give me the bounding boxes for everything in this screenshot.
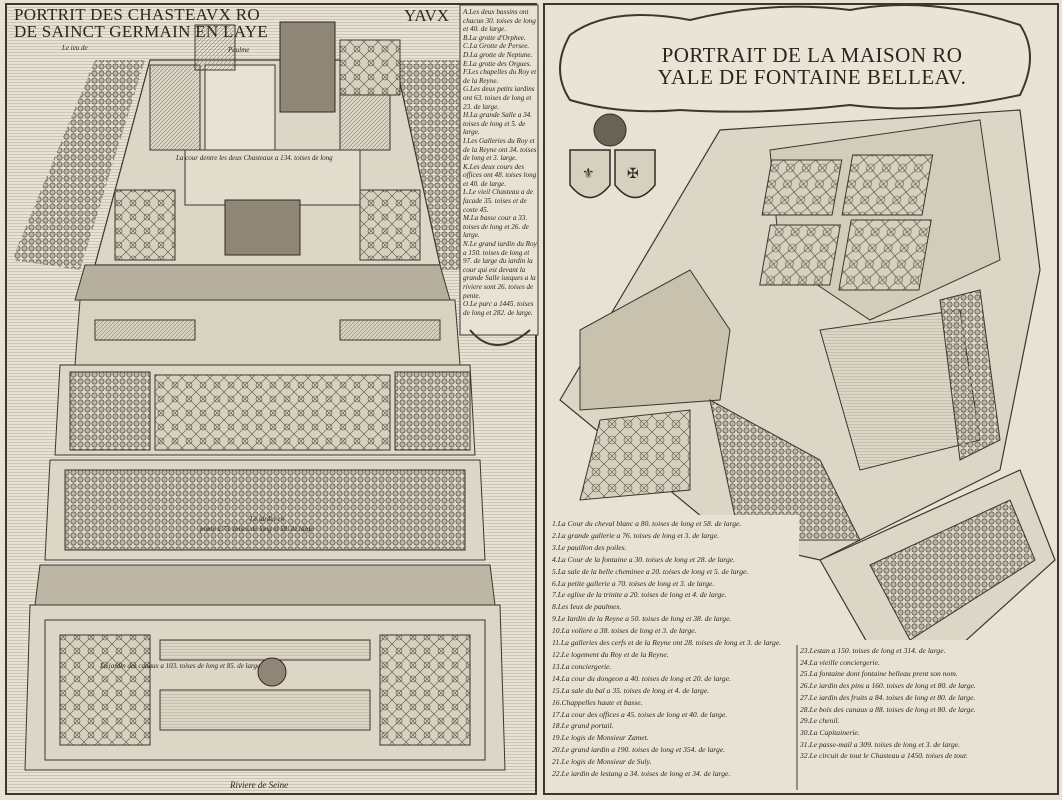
- legend-entry: H.La grande Salle a 34. toises de long e…: [463, 111, 533, 137]
- legend-entry: F.Les chapelles du Roy et de la Reyne.: [463, 68, 537, 85]
- legend-entry: 27.Le iardin des fruits a 84. toises de …: [800, 692, 976, 702]
- legend-entry: D.La grotte de Neptune.: [463, 50, 533, 59]
- legend-entry: 20.Le grand iardin a 190. toises de long…: [552, 745, 726, 755]
- legend-entry: 2.La grande gallerie a 76. toises de lon…: [552, 530, 719, 540]
- legend-entry: 8.Les Ieux de paulmes.: [552, 602, 622, 612]
- legend-entry: 26.Le iardin des pins a 160. toises de l…: [800, 681, 976, 691]
- right-legend-left: 1.La Cour du cheval blanc a 80. toises d…: [552, 518, 802, 780]
- label-riviere-seine: Riviere de Seine: [230, 780, 289, 790]
- legend-entry: I.Les Galleries du Roy et de la Reyne on…: [463, 136, 537, 163]
- legend-entry: 21.Le logis de Monsieur de Suly.: [552, 757, 652, 767]
- right-legend-right: 23.Lestan a 150. toises de long et 314. …: [800, 645, 1055, 762]
- legend-entry: 9.Le Iardin de la Reyne a 50. toises de …: [552, 614, 732, 624]
- legend-entry: C.La Grotte de Persee.: [463, 42, 530, 51]
- title-line-2: YALE DE FONTAINE BELLEAV.: [657, 65, 967, 89]
- label-jardin-canaux: Le iardin des canaux a 103. toises de lo…: [100, 662, 261, 670]
- left-legend: A.Les deux bassins ont chacun 30. toises…: [463, 8, 537, 317]
- label-jardin-dimensions: ponte a 73. toises de long et 58. de lar…: [200, 525, 314, 533]
- left-plate-title: PORTRIT DES CHASTEAVX RO DE SAINCT GERMA…: [14, 6, 268, 40]
- legend-entry: 16.Chappelles haute et basse.: [552, 697, 643, 707]
- legend-entry: 24.La vieille conciergerie.: [800, 657, 880, 667]
- title-line-1: PORTRIT DES CHASTEAVX RO: [14, 5, 260, 24]
- legend-entry: G.Les deux petits iardins ont 63. toises…: [463, 85, 535, 111]
- svg-text:⚜: ⚜: [582, 166, 595, 182]
- legend-entry: B.La grotte d'Orphee.: [463, 33, 526, 42]
- fontainebleau-plan-engraving: ⚜ ✠: [543, 3, 1059, 795]
- label-jeu-de-paulme: Le ieu de: [62, 44, 88, 52]
- saint-germain-plan-engraving: [5, 3, 539, 795]
- legend-entry: 12.Le logement du Roy et de la Reyne.: [552, 649, 669, 659]
- legend-entry: 22.Le iardin de lestang a 34. toises de …: [552, 769, 731, 779]
- legend-entry: 17.La cour des offices a 45. toises de l…: [552, 709, 728, 719]
- legend-entry: 28.Le bois des canaux a 88. toises de lo…: [800, 704, 976, 714]
- legend-entry: E.La grotte des Orgues.: [463, 59, 532, 68]
- title-line-2: DE SAINCT GERMAIN EN LAYE: [14, 22, 268, 41]
- legend-entry: 15.La sale du bal a 35. toises de long e…: [552, 685, 710, 695]
- legend-entry: O.Le parc a 1445. toises de long et 282.…: [463, 300, 534, 317]
- label-jardin: Le iardin en: [250, 515, 284, 523]
- legend-entry: 14.La cour du dongeon a 40. toises de lo…: [552, 673, 731, 683]
- legend-entry: A.Les deux bassins ont chacun 30. toises…: [463, 8, 536, 34]
- right-plate-title: PORTRAIT DE LA MAISON RO YALE DE FONTAIN…: [612, 44, 1012, 88]
- legend-entry: M.La basse cour a 33. toises de long et …: [463, 214, 529, 240]
- legend-entry: 13.La conciergerie.: [552, 661, 612, 671]
- legend-entry: 30.La Capitainerie.: [800, 727, 860, 737]
- label-cour: La cour dentre les deux Chasteaux a 134.…: [176, 154, 333, 162]
- legend-entry: N.Le grand iardin du Roy a 150. toises d…: [463, 240, 537, 300]
- legend-entry: 3.Le pauillon des poiles.: [552, 542, 627, 552]
- legend-entry: 19.Le logis de Monsieur Zamet.: [552, 733, 649, 743]
- legend-entry: 29.Le chenil.: [800, 716, 840, 726]
- legend-entry: 1.La Cour du cheval blanc a 80. toises d…: [552, 519, 742, 528]
- legend-entry: 11.La galleries des cerfs et de la Reyne…: [552, 638, 782, 648]
- legend-entry: L.Le vieil Chasteau a de facade 35. tois…: [463, 188, 534, 214]
- label-paulme: Paulme: [228, 46, 250, 54]
- right-plate-fontainebleau: ⚜ ✠ 1.La Cour du cheval blanc a 80. tois…: [540, 0, 1062, 800]
- legend-entry: 6.La petite gallerie a 70. toises de lon…: [552, 578, 715, 588]
- legend-entry: 4.La Cour de la fontaine a 30. toises de…: [552, 554, 736, 564]
- svg-text:✠: ✠: [627, 166, 639, 182]
- legend-entry: 7.Le eglise de la trinite a 20. toises d…: [552, 590, 727, 600]
- left-plate-saint-germain: PORTRIT DES CHASTEAVX RO DE SAINCT GERMA…: [5, 3, 539, 795]
- legend-entry: 5.La sale de la belle cheminee a 20. toi…: [552, 566, 749, 576]
- legend-entry: 32.Le circuit de tout le Chasteau a 1450…: [800, 751, 968, 761]
- legend-entry: 10.La voliere a 38. toises de long et 3.…: [552, 626, 697, 636]
- title-line-1: PORTRAIT DE LA MAISON RO: [661, 43, 963, 67]
- legend-entry: 25.La fontaine dont fontaine belleau pre…: [800, 669, 958, 679]
- legend-entry: 18.Le grand portail.: [552, 721, 614, 731]
- legend-entry: 23.Lestan a 150. toises de long et 314. …: [800, 646, 946, 655]
- legend-entry: K.Les deux cours des offices ont 48. toi…: [463, 162, 537, 188]
- legend-entry: 31.Le passe-mail a 309. toises de long e…: [800, 739, 961, 749]
- title-line-1-end: YAVX: [404, 6, 450, 25]
